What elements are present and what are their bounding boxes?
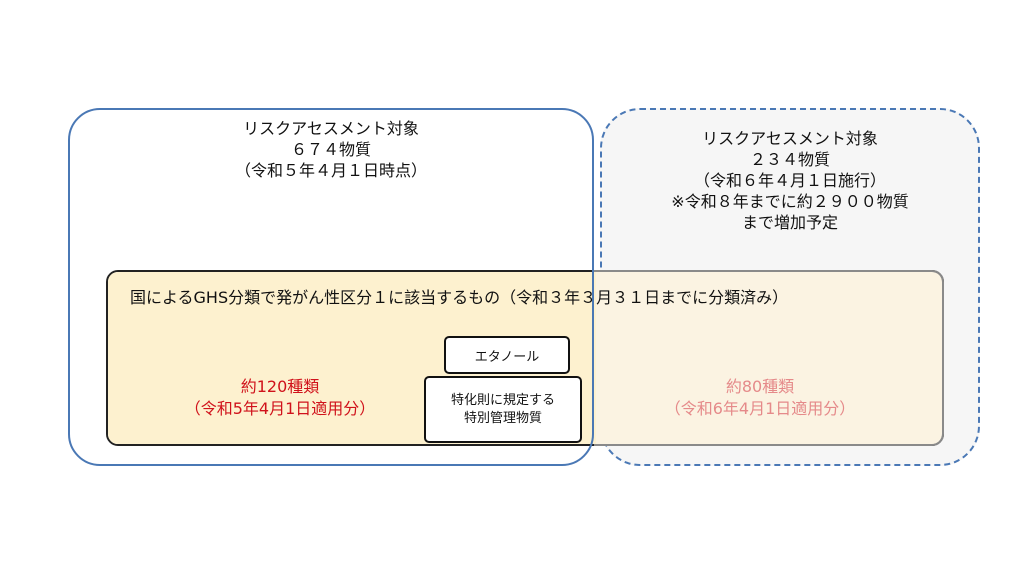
risk-assessment-674-region [68,108,594,466]
ghs-band-right-fill [596,272,942,444]
special-substances-label: 特化則に規定する 特別管理物質 [450,392,555,426]
special-management-substances-box: 特化則に規定する 特別管理物質 [424,376,582,443]
count-80-label: 約80種類 （令和6年4月1日適用分） [664,377,856,418]
left-region-title: リスクアセスメント対象 ６７４物質 （令和５年４月１日時点） [234,119,427,180]
count-120-label: 約120種類 （令和5年4月1日適用分） [184,377,376,418]
ethanol-box: エタノール [444,336,570,374]
right-region-title: リスクアセスメント対象 ２３４物質 （令和６年４月１日施行） ※令和８年までに約… [671,129,909,232]
ethanol-label: エタノール [474,349,540,365]
ghs-band-label: 国によるGHS分類で発がん性区分１に該当するもの（令和３年３月３１日までに分類済… [130,288,789,307]
